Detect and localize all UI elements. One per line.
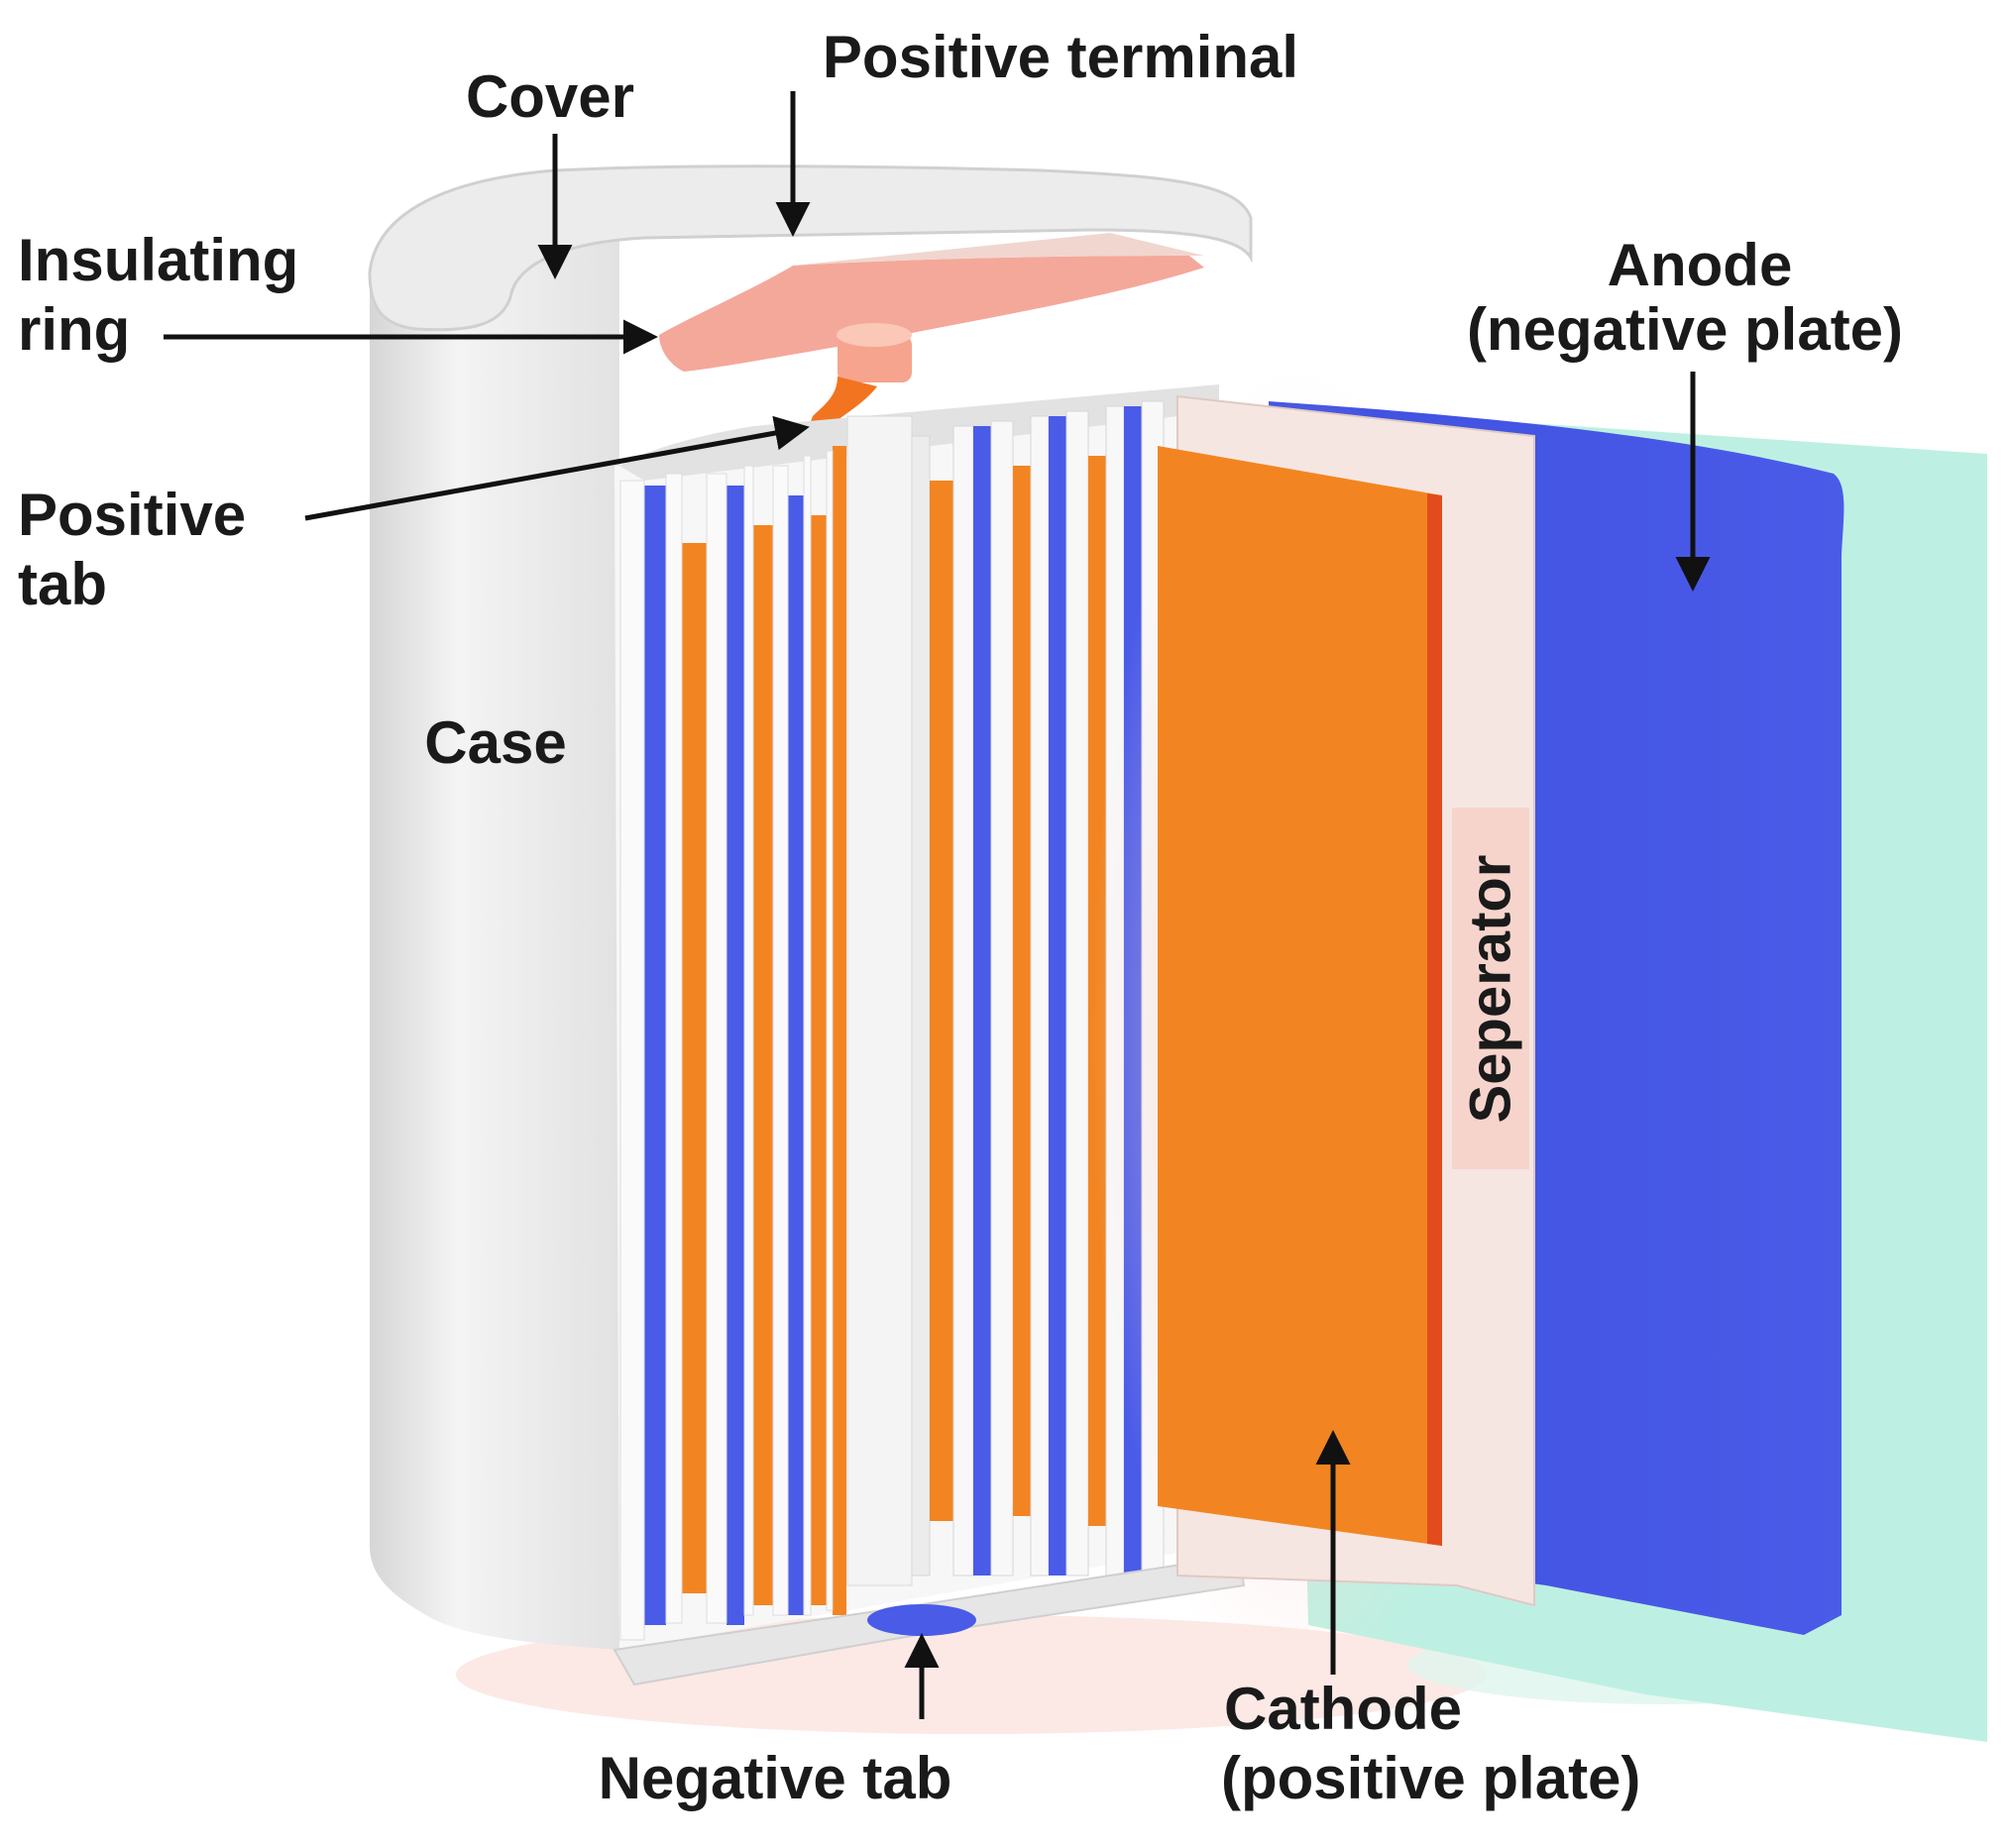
label-positive-tab-line2: tab [18,551,107,617]
label-cathode-line1: Cathode [1224,1676,1462,1742]
cover-rim [619,384,1219,481]
label-insulating-ring-line2: ring [18,296,130,363]
label-separator: Seperator [1459,855,1523,1124]
label-positive-tab-line1: Positive [18,482,246,548]
core-center [846,415,913,1586]
cathode-sheet [1158,446,1442,1546]
terminal-post-top [837,323,912,347]
case-body [370,193,619,1650]
positive-terminal-plate [659,256,1204,372]
leader-arrows [164,91,1711,1719]
label-anode-line2: (negative plate) [1467,296,1903,363]
label-positive-terminal: Positive terminal [823,24,1298,90]
label-case: Case [424,709,566,776]
label-negative-tab: Negative tab [599,1745,952,1811]
label-cover: Cover [466,63,634,130]
separator-label-box [1452,808,1529,1169]
label-cathode-line2: (positive plate) [1221,1745,1640,1811]
negative-tab [867,1604,976,1636]
left-plates [619,446,846,1641]
cathode-edge [1427,493,1442,1546]
cover-top [368,164,1253,332]
label-insulating-ring-line1: Insulating [18,227,298,293]
terminal-post [838,335,912,382]
label-anode-line1: Anode [1608,232,1793,298]
terminal-ridge [793,233,1204,266]
